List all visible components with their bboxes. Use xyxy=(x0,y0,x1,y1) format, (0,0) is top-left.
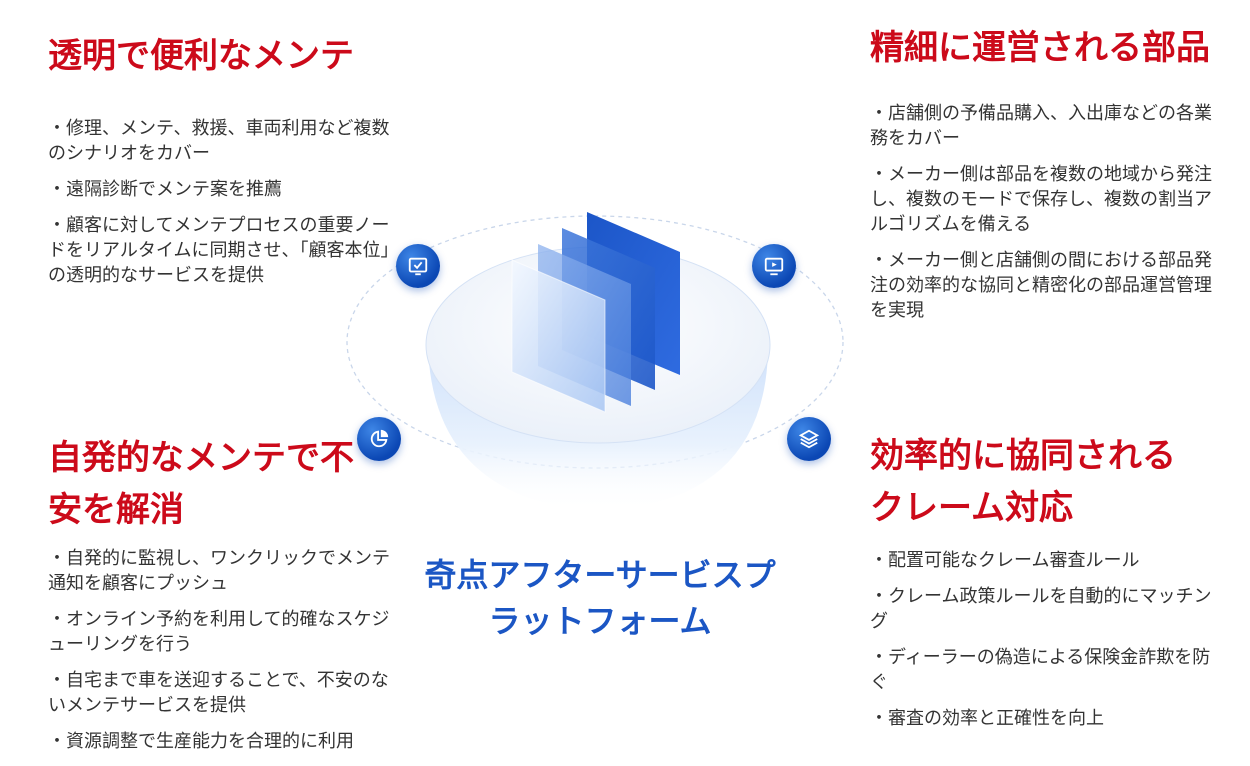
section-title-line: クレーム対応 xyxy=(870,488,1073,528)
bullet-list: ・店舗側の予備品購入、入出庫などの各業務をカバー ・メーカー側は部品を複数の地域… xyxy=(870,101,1215,323)
bullet-list: ・修理、メンテ、救援、車両利用など複数のシナリオをカバー ・遠隔診断でメンテ案を… xyxy=(48,116,393,288)
section-title-line: 自発的なメンテで不 xyxy=(48,438,354,478)
section-title: 透明で便利なメンテ xyxy=(48,36,354,76)
monitor-check-icon xyxy=(396,244,440,288)
bullet-item: ・自宅まで車を送迎することで、不安のないメンテサービスを提供 xyxy=(48,670,389,716)
section-title-line: 安を解消 xyxy=(48,490,184,530)
bullet-item: ・クレーム政策ルールを自動的にマッチング xyxy=(870,586,1212,632)
bullet-item: ・メーカー側は部品を複数の地域から発注し、複数のモードで保存し、複数の割当アルゴ… xyxy=(870,164,1212,235)
bullet-list: ・自発的に監視し、ワンクリックでメンテ通知を顧客にプッシュ ・オンライン予約を利… xyxy=(48,546,393,754)
bullet-item: ・自発的に監視し、ワンクリックでメンテ通知を顧客にプッシュ xyxy=(48,548,390,594)
layers-icon xyxy=(787,417,831,461)
section-title: 精細に運営される部品 xyxy=(870,28,1210,68)
bullet-list: ・配置可能なクレーム審査ルール ・クレーム政策ルールを自動的にマッチング ・ディ… xyxy=(870,548,1215,731)
bullet-item: ・資源調整で生産能力を合理的に利用 xyxy=(48,731,354,752)
platform-title-line: 奇点アフターサービスプ xyxy=(424,556,776,594)
section-title-line: 効率的に協同される xyxy=(870,436,1176,476)
section-transparent-maintenance: 透明で便利なメンテ ・修理、メンテ、救援、車両利用など複数のシナリオをカバー ・… xyxy=(48,30,393,299)
pie-chart-icon xyxy=(357,417,401,461)
glass-pane xyxy=(511,259,606,413)
section-parts-operation: 精細に運営される部品 ・店舗側の予備品購入、入出庫などの各業務をカバー ・メーカ… xyxy=(870,22,1215,334)
bullet-item: ・店舗側の予備品購入、入出庫などの各業務をカバー xyxy=(870,103,1212,149)
bullet-item: ・顧客に対してメンテプロセスの重要ノードをリアルタイムに同期させ、「顧客本位」の… xyxy=(48,215,390,286)
platform-illustration xyxy=(346,212,844,512)
video-screen-icon xyxy=(752,244,796,288)
section-title: 自発的なメンテで不 安を解消 xyxy=(48,432,393,536)
bullet-item: ・メーカー側と店舗側の間における部品発注の効率的な協同と精密化の部品運営管理を実… xyxy=(870,250,1212,321)
bullet-item: ・審査の効率と正確性を向上 xyxy=(870,708,1104,729)
section-claim-handling: 効率的に協同される クレーム対応 ・配置可能なクレーム審査ルール ・クレーム政策… xyxy=(870,430,1215,742)
bullet-item: ・修理、メンテ、救援、車両利用など複数のシナリオをカバー xyxy=(48,118,390,164)
section-proactive-maintenance: 自発的なメンテで不 安を解消 ・自発的に監視し、ワンクリックでメンテ通知を顧客に… xyxy=(48,432,393,765)
platform-title: 奇点アフターサービスプ ラットフォーム xyxy=(420,552,780,644)
bullet-item: ・ディーラーの偽造による保険金詐欺を防ぐ xyxy=(870,647,1211,693)
bullet-item: ・オンライン予約を利用して的確なスケジューリングを行う xyxy=(48,609,390,655)
bullet-item: ・遠隔診断でメンテ案を推薦 xyxy=(48,179,282,200)
section-title: 効率的に協同される クレーム対応 xyxy=(870,430,1215,534)
platform-title-line: ラットフォーム xyxy=(488,602,712,640)
bullet-item: ・配置可能なクレーム審査ルール xyxy=(870,550,1140,571)
